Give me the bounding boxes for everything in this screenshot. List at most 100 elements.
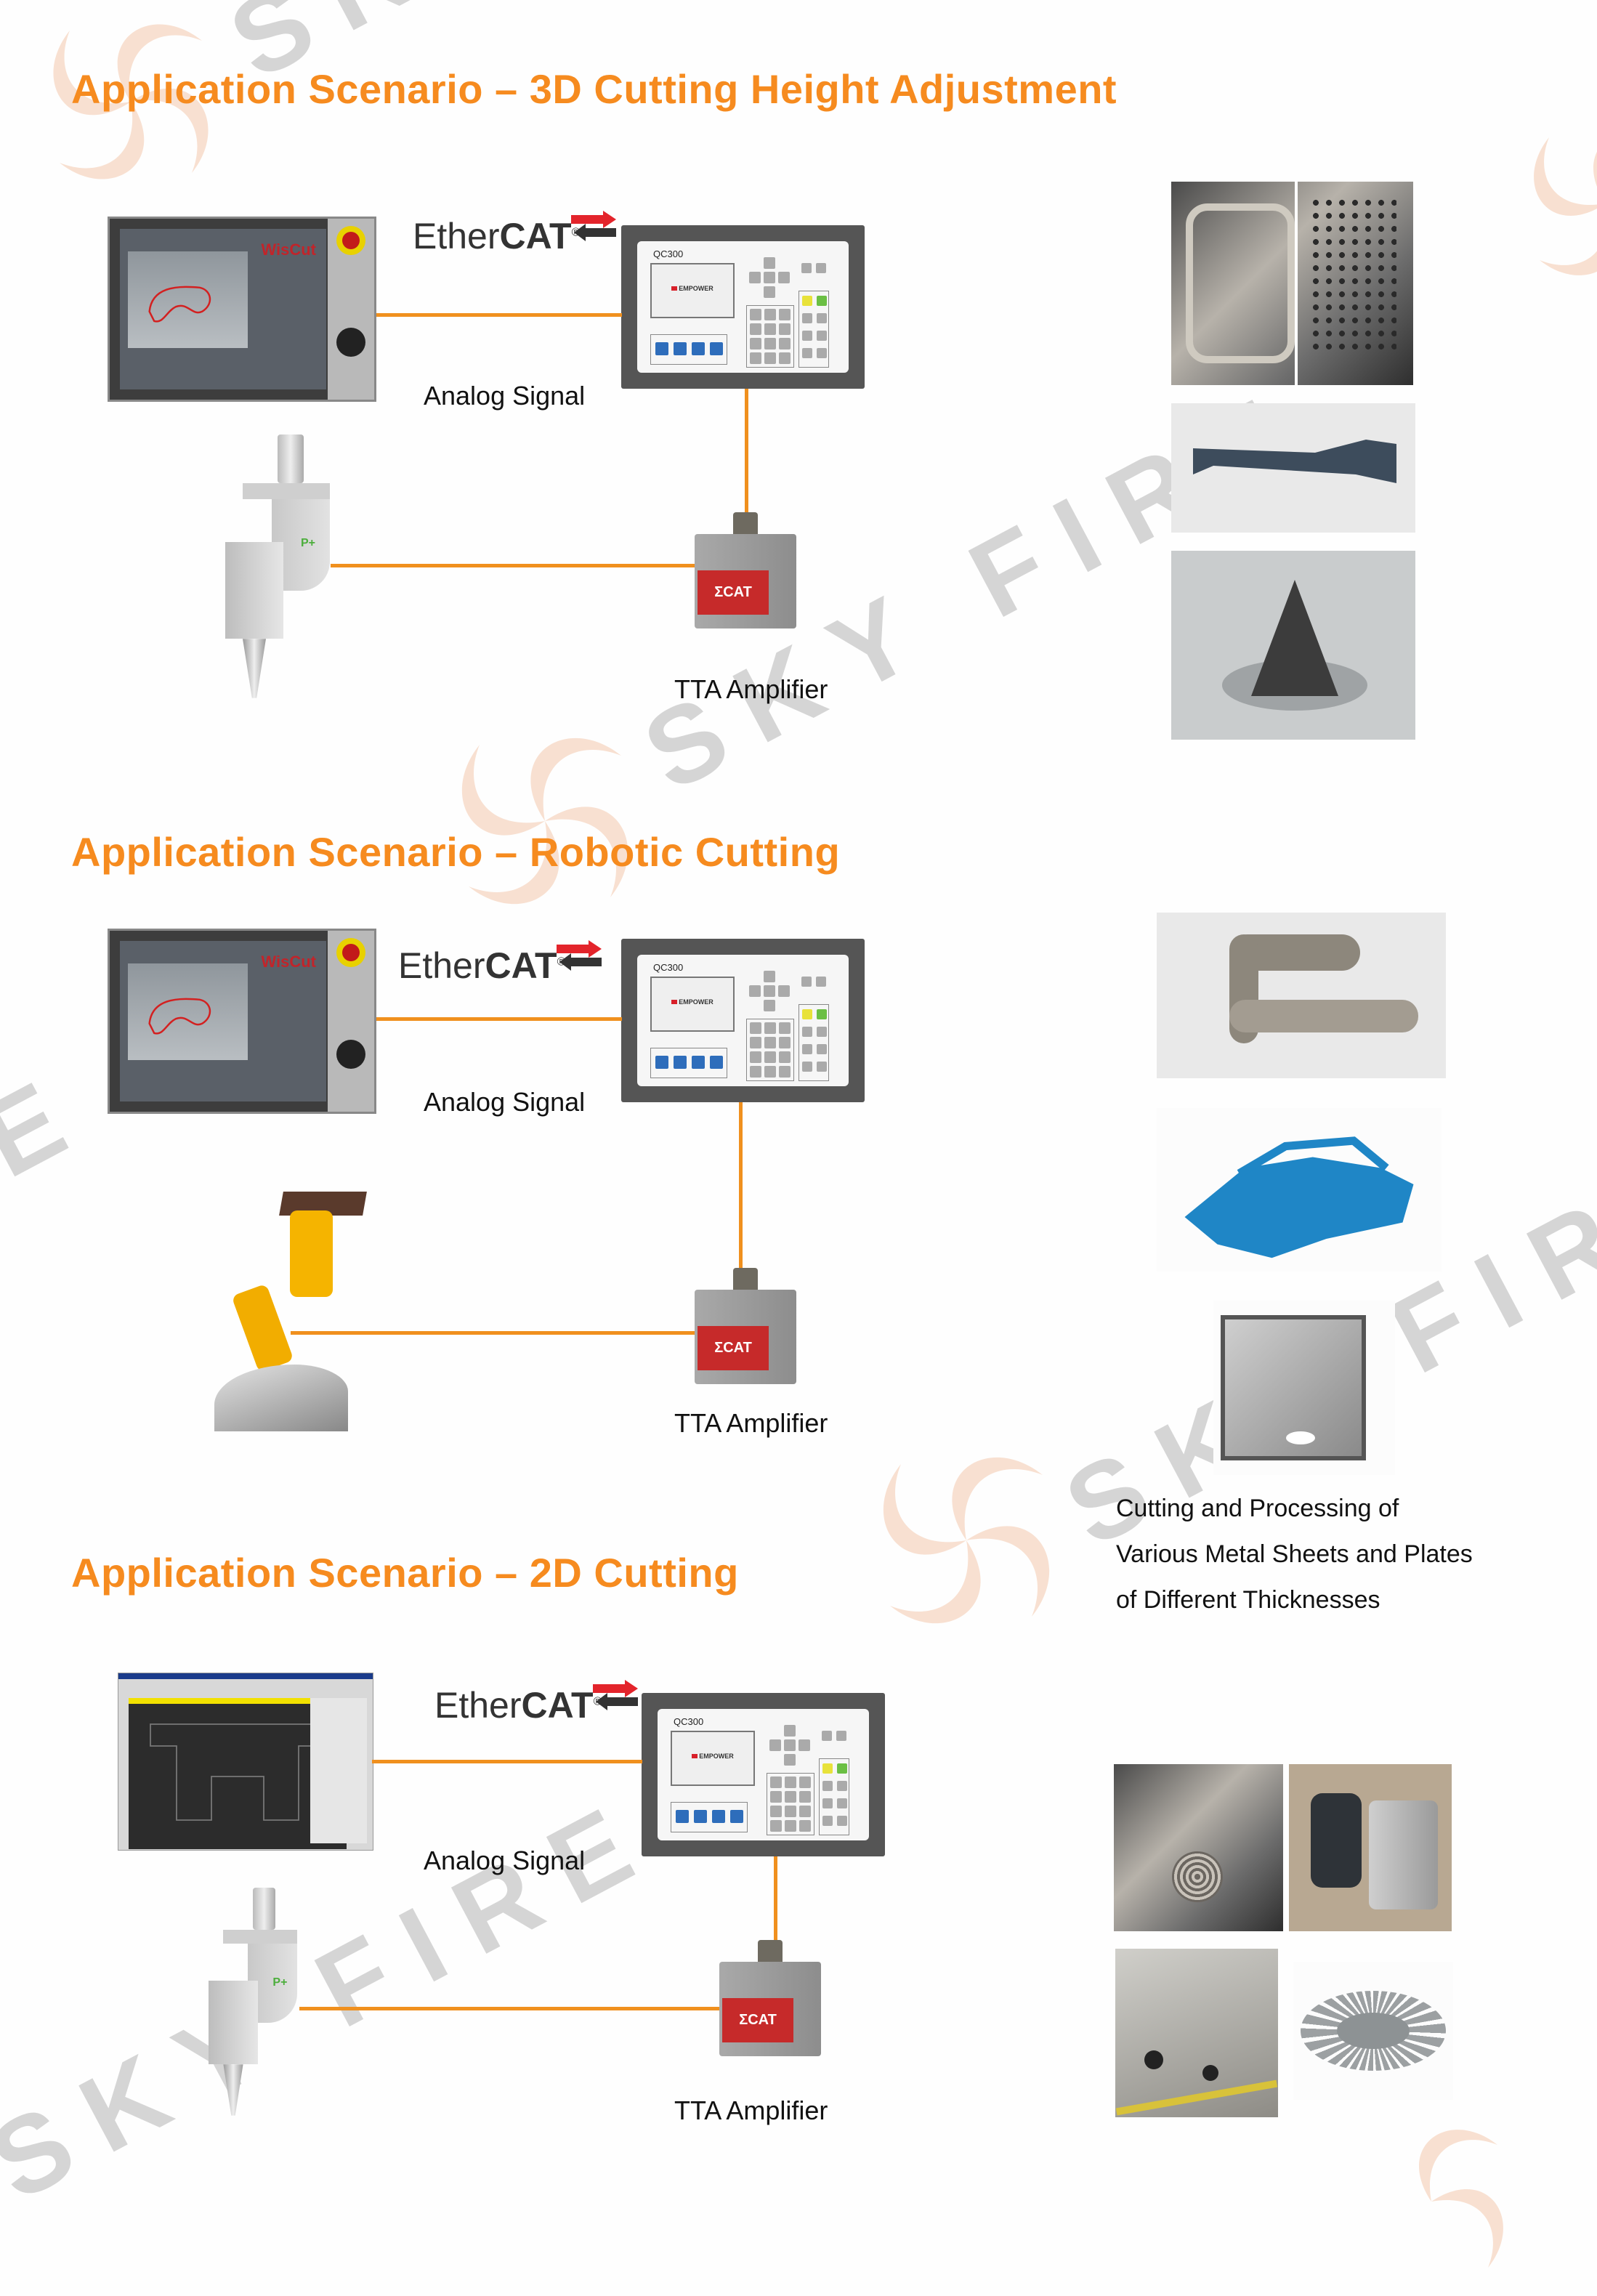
numeric-key[interactable] <box>779 1066 791 1078</box>
numeric-key[interactable] <box>779 338 791 349</box>
follow-key-mid[interactable] <box>802 348 812 358</box>
follow-key-fol[interactable] <box>817 296 827 306</box>
numeric-key[interactable] <box>799 1820 811 1832</box>
numeric-key[interactable] <box>764 1066 776 1078</box>
top-key-ent[interactable] <box>816 977 826 987</box>
empower-brand: EMPOWER <box>652 998 733 1006</box>
nav-key[interactable] <box>764 272 775 283</box>
follow-key-slow[interactable] <box>837 1781 847 1791</box>
numeric-key[interactable] <box>764 1037 776 1048</box>
follow-key-fol[interactable] <box>817 1009 827 1019</box>
function-key-f2[interactable] <box>694 1810 707 1823</box>
top-key-esc[interactable] <box>822 1731 832 1741</box>
function-key-f4[interactable] <box>730 1810 743 1823</box>
function-key-f3[interactable] <box>692 1056 705 1069</box>
numeric-key[interactable] <box>770 1806 782 1817</box>
numeric-key[interactable] <box>799 1776 811 1788</box>
nav-key[interactable] <box>764 985 775 997</box>
numeric-key[interactable] <box>799 1806 811 1817</box>
numeric-key[interactable] <box>764 338 776 349</box>
follow-key-01[interactable] <box>802 331 812 341</box>
numeric-key[interactable] <box>750 309 761 320</box>
function-key-f1[interactable] <box>676 1810 689 1823</box>
numeric-key[interactable] <box>764 1051 776 1063</box>
follow-key-fast[interactable] <box>802 313 812 323</box>
numeric-key[interactable] <box>785 1791 796 1803</box>
nav-key[interactable] <box>749 272 761 283</box>
wiscut-brand: WisCut <box>261 240 316 259</box>
function-key-f2[interactable] <box>674 1056 687 1069</box>
follow-key-01[interactable] <box>802 1044 812 1054</box>
function-key-f3[interactable] <box>712 1810 725 1823</box>
follow-key-fast[interactable] <box>802 1027 812 1037</box>
sample-photo-cut-plate <box>1115 1949 1278 2117</box>
numeric-key[interactable] <box>785 1806 796 1817</box>
numeric-key[interactable] <box>785 1820 796 1832</box>
function-key-f4[interactable] <box>710 1056 723 1069</box>
top-key-esc[interactable] <box>801 263 812 273</box>
numeric-key[interactable] <box>785 1776 796 1788</box>
follow-key-org[interactable] <box>817 348 827 358</box>
follow-key-fol[interactable] <box>837 1763 847 1774</box>
numeric-key[interactable] <box>750 323 761 335</box>
numeric-key[interactable] <box>750 1051 761 1063</box>
numeric-key[interactable] <box>750 1037 761 1048</box>
numeric-key[interactable] <box>779 1037 791 1048</box>
nav-key[interactable] <box>784 1739 796 1751</box>
nav-key[interactable] <box>798 1739 810 1751</box>
nav-key[interactable] <box>784 1754 796 1766</box>
nav-key[interactable] <box>764 971 775 982</box>
nav-key[interactable] <box>784 1725 796 1737</box>
follow-key-fast[interactable] <box>822 1781 833 1791</box>
follow-key-org[interactable] <box>817 1062 827 1072</box>
function-key-f4[interactable] <box>710 342 723 355</box>
nav-key[interactable] <box>749 985 761 997</box>
numeric-key[interactable] <box>779 352 791 364</box>
follow-key-mid[interactable] <box>802 1062 812 1072</box>
numeric-key[interactable] <box>799 1791 811 1803</box>
nav-key[interactable] <box>778 272 790 283</box>
follow-key-slow[interactable] <box>817 1027 827 1037</box>
nav-key[interactable] <box>764 286 775 298</box>
numeric-key[interactable] <box>770 1820 782 1832</box>
nav-key[interactable] <box>769 1739 781 1751</box>
numeric-key[interactable] <box>750 338 761 349</box>
function-key-f3[interactable] <box>692 342 705 355</box>
materials-caption: Cutting and Processing of Various Metal … <box>1116 1486 1473 1623</box>
numeric-key[interactable] <box>764 352 776 364</box>
follow-key-shut[interactable] <box>802 296 812 306</box>
top-key-esc[interactable] <box>801 977 812 987</box>
function-key-f1[interactable] <box>655 342 668 355</box>
follow-key-01[interactable] <box>817 1044 827 1054</box>
nav-key[interactable] <box>764 1000 775 1011</box>
follow-key-shut[interactable] <box>802 1009 812 1019</box>
numeric-key[interactable] <box>779 1051 791 1063</box>
connector-line <box>376 1017 622 1021</box>
numeric-key[interactable] <box>764 323 776 335</box>
numeric-key[interactable] <box>779 323 791 335</box>
follow-key-01[interactable] <box>817 331 827 341</box>
caption-line: Cutting and Processing of <box>1116 1495 1399 1522</box>
follow-key-org[interactable] <box>837 1816 847 1826</box>
numeric-key[interactable] <box>770 1791 782 1803</box>
numeric-key[interactable] <box>779 1022 791 1034</box>
numeric-key[interactable] <box>764 1022 776 1034</box>
controller-face: QC300 EMPOWER <box>637 955 849 1086</box>
numeric-key[interactable] <box>764 309 776 320</box>
follow-key-01[interactable] <box>837 1798 847 1808</box>
numeric-key[interactable] <box>770 1776 782 1788</box>
nav-key[interactable] <box>764 257 775 269</box>
numeric-key[interactable] <box>750 352 761 364</box>
numeric-key[interactable] <box>750 1066 761 1078</box>
nav-key[interactable] <box>778 985 790 997</box>
numeric-key[interactable] <box>750 1022 761 1034</box>
follow-key-shut[interactable] <box>822 1763 833 1774</box>
function-key-f1[interactable] <box>655 1056 668 1069</box>
follow-key-mid[interactable] <box>822 1816 833 1826</box>
function-key-f2[interactable] <box>674 342 687 355</box>
follow-key-01[interactable] <box>822 1798 833 1808</box>
follow-key-slow[interactable] <box>817 313 827 323</box>
numeric-key[interactable] <box>779 309 791 320</box>
top-key-ent[interactable] <box>816 263 826 273</box>
top-key-ent[interactable] <box>836 1731 846 1741</box>
